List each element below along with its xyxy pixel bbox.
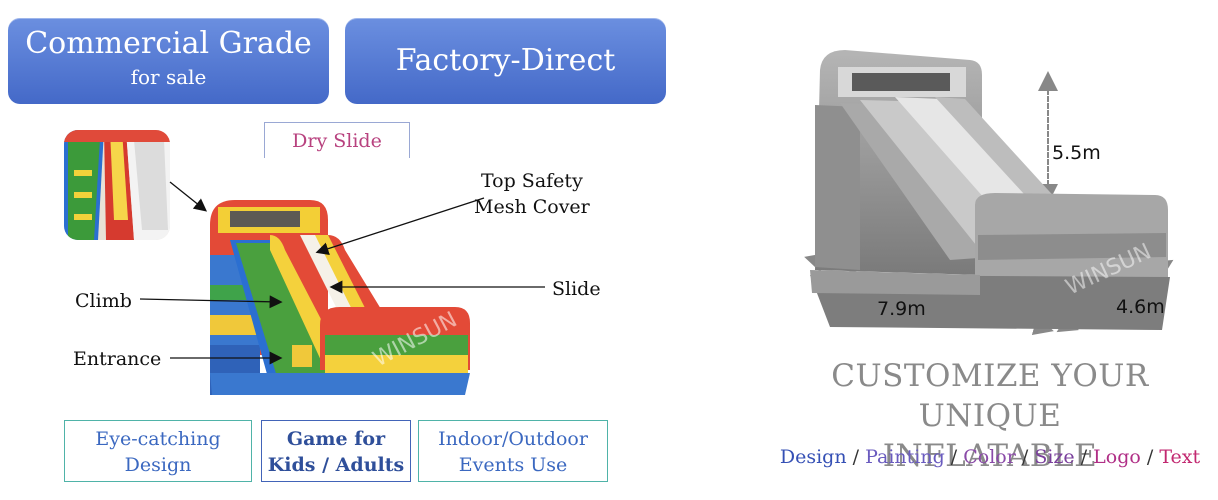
height-dimension-label: 5.5m	[1052, 142, 1101, 164]
option-logo: Logo	[1093, 446, 1141, 468]
events-use-text: Events Use	[458, 454, 568, 476]
top-safety-text: Top Safety	[480, 170, 583, 192]
slide-label: Slide	[552, 278, 601, 300]
indoor-outdoor-box: Indoor/Outdoor Events Use	[418, 420, 608, 482]
option-design: Design	[779, 446, 847, 468]
customize-line-1: CUSTOMIZE YOUR UNIQUE	[831, 358, 1149, 434]
factory-direct-badge: Factory-Direct	[345, 18, 666, 104]
factory-direct-title: Factory-Direct	[395, 43, 616, 78]
commercial-grade-title: Commercial Grade	[25, 26, 312, 61]
grayscale-slide-image: WINSUN	[800, 45, 1180, 345]
option-text: Text	[1159, 446, 1201, 468]
depth-dimension-label: 4.6m	[1116, 296, 1165, 318]
commercial-grade-badge: Commercial Grade for sale	[8, 18, 329, 104]
top-safety-mesh-label: Top Safety Mesh Cover	[474, 168, 590, 220]
for-sale-subtitle: for sale	[130, 65, 207, 89]
width-dimension-label: 7.9m	[877, 298, 926, 320]
eye-catching-design-box: Eye-catching Design	[64, 420, 252, 482]
customize-heading: CUSTOMIZE YOUR UNIQUE INFLATABLE	[760, 356, 1218, 476]
design-text: Design	[124, 454, 192, 476]
eye-catching-text: Eye-catching	[95, 428, 221, 450]
climb-label: Climb	[75, 290, 132, 312]
customize-line-2: INFLATABLE	[882, 438, 1098, 474]
option-size: Size	[1034, 446, 1075, 468]
indoor-outdoor-text: Indoor/Outdoor	[438, 428, 588, 450]
customize-options: Design / Painting / Color / Size / Logo …	[779, 446, 1201, 468]
dry-slide-tag: Dry Slide	[264, 122, 410, 158]
option-painting: Painting	[865, 446, 945, 468]
rainbow-dry-slide-image: WINSUN	[200, 195, 475, 405]
game-for-text: Game for	[286, 428, 386, 450]
mesh-cover-text: Mesh Cover	[474, 196, 590, 218]
option-color: Color	[963, 446, 1016, 468]
entrance-label: Entrance	[73, 348, 162, 370]
slide-closeup-thumbnail	[64, 130, 170, 240]
game-for-kids-adults-box: Game for Kids / Adults	[261, 420, 411, 482]
kids-adults-text: Kids / Adults	[267, 454, 405, 476]
